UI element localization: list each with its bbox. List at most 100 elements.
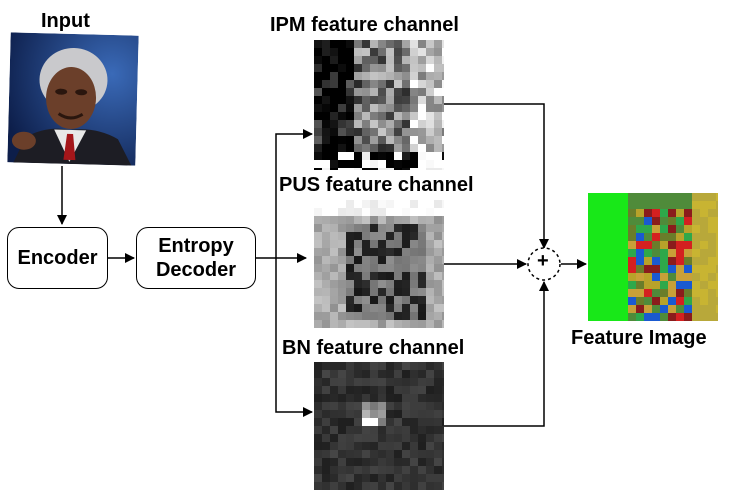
mosaic-cell xyxy=(394,216,402,224)
mosaic-cell xyxy=(434,272,442,280)
mosaic-cell xyxy=(402,362,410,370)
mosaic-cell xyxy=(410,64,418,72)
mosaic-cell xyxy=(386,136,394,144)
mosaic-cell xyxy=(362,136,370,144)
mosaic-cell xyxy=(362,144,370,152)
mosaic-cell xyxy=(692,257,700,265)
ipm-mosaic xyxy=(314,40,450,176)
mosaic-cell xyxy=(434,152,442,160)
mosaic-cell xyxy=(636,305,644,313)
mosaic-cell xyxy=(692,265,700,273)
mosaic-cell xyxy=(442,304,450,312)
mosaic-cell xyxy=(394,458,402,466)
mosaic-cell xyxy=(370,64,378,72)
mosaic-cell xyxy=(386,288,394,296)
mosaic-cell xyxy=(434,288,442,296)
mosaic-cell xyxy=(346,370,354,378)
mosaic-cell xyxy=(676,241,684,249)
mosaic-cell xyxy=(700,313,708,321)
mosaic-cell xyxy=(684,313,692,321)
mosaic-cell xyxy=(588,249,596,257)
mosaic-cell xyxy=(604,289,612,297)
mosaic-cell xyxy=(322,474,330,482)
mosaic-cell xyxy=(330,466,338,474)
mosaic-cell xyxy=(378,450,386,458)
mosaic-cell xyxy=(418,144,426,152)
mosaic-cell xyxy=(442,320,450,328)
mosaic-cell xyxy=(338,386,346,394)
mosaic-cell xyxy=(378,378,386,386)
mosaic-cell xyxy=(346,272,354,280)
mosaic-cell xyxy=(604,241,612,249)
mosaic-cell xyxy=(588,313,596,321)
mosaic-cell xyxy=(644,209,652,217)
mosaic-cell xyxy=(314,280,322,288)
mosaic-cell xyxy=(378,232,386,240)
mosaic-cell xyxy=(410,216,418,224)
mosaic-cell xyxy=(426,200,434,208)
mosaic-cell xyxy=(434,442,442,450)
mosaic-cell xyxy=(410,394,418,402)
mosaic-cell xyxy=(652,241,660,249)
mosaic-cell xyxy=(378,168,386,176)
mosaic-cell xyxy=(338,200,346,208)
mosaic-cell xyxy=(378,144,386,152)
mosaic-cell xyxy=(314,56,322,64)
mosaic-cell xyxy=(330,248,338,256)
mosaic-cell xyxy=(668,281,676,289)
mosaic-cell xyxy=(402,40,410,48)
mosaic-cell xyxy=(378,136,386,144)
mosaic-cell xyxy=(354,56,362,64)
mosaic-cell xyxy=(386,272,394,280)
mosaic-cell xyxy=(314,48,322,56)
mosaic-cell xyxy=(684,249,692,257)
mosaic-cell xyxy=(620,233,628,241)
mosaic-cell xyxy=(346,378,354,386)
mosaic-cell xyxy=(660,241,668,249)
mosaic-cell xyxy=(668,201,676,209)
mosaic-cell xyxy=(314,248,322,256)
mosaic-cell xyxy=(410,458,418,466)
mosaic-cell xyxy=(410,370,418,378)
mosaic-cell xyxy=(346,168,354,176)
mosaic-cell xyxy=(434,296,442,304)
mosaic-cell xyxy=(370,152,378,160)
mosaic-cell xyxy=(346,434,354,442)
mosaic-cell xyxy=(708,249,716,257)
encoder-block: Encoder xyxy=(7,227,108,289)
mosaic-cell xyxy=(338,128,346,136)
mosaic-cell xyxy=(314,288,322,296)
mosaic-cell xyxy=(394,56,402,64)
mosaic-cell xyxy=(418,240,426,248)
mosaic-cell xyxy=(410,96,418,104)
mosaic-cell xyxy=(426,56,434,64)
mosaic-cell xyxy=(354,144,362,152)
mosaic-cell xyxy=(322,200,330,208)
mosaic-cell xyxy=(346,256,354,264)
mosaic-cell xyxy=(716,289,724,297)
mosaic-cell xyxy=(322,104,330,112)
mosaic-cell xyxy=(314,128,322,136)
mosaic-cell xyxy=(418,208,426,216)
mosaic-cell xyxy=(708,305,716,313)
mosaic-cell xyxy=(386,200,394,208)
mosaic-cell xyxy=(410,312,418,320)
mosaic-cell xyxy=(338,88,346,96)
mosaic-cell xyxy=(410,362,418,370)
mosaic-cell xyxy=(668,257,676,265)
mosaic-cell xyxy=(378,240,386,248)
mosaic-cell xyxy=(386,112,394,120)
mosaic-cell xyxy=(434,112,442,120)
mosaic-cell xyxy=(402,304,410,312)
mosaic-cell xyxy=(370,272,378,280)
mosaic-cell xyxy=(370,256,378,264)
mosaic-cell xyxy=(330,104,338,112)
mosaic-cell xyxy=(402,160,410,168)
mosaic-cell xyxy=(708,265,716,273)
mosaic-cell xyxy=(442,64,450,72)
mosaic-cell xyxy=(386,232,394,240)
mosaic-cell xyxy=(346,224,354,232)
mosaic-cell xyxy=(402,120,410,128)
mosaic-cell xyxy=(716,297,724,305)
mosaic-cell xyxy=(354,370,362,378)
